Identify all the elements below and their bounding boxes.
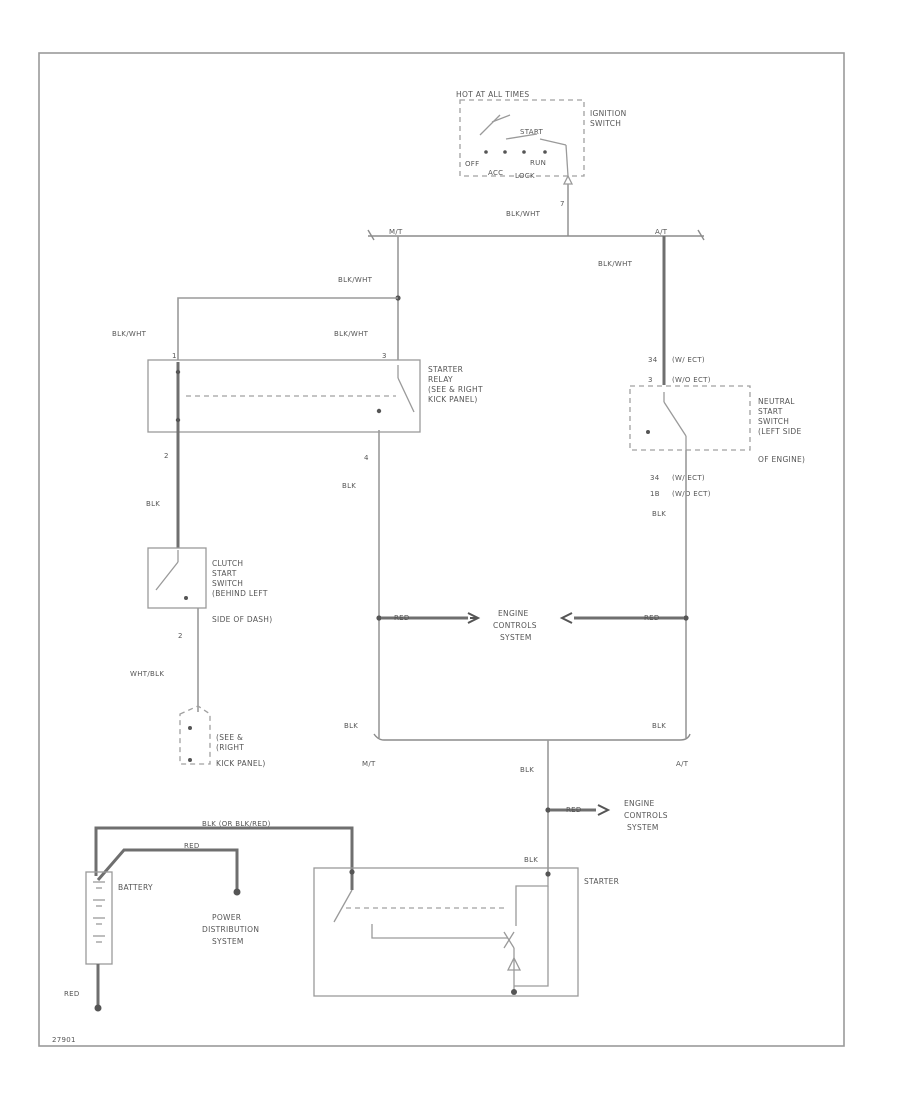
wire-label-ecs2: RED [644,614,660,622]
clutch-name-line5: SIDE OF DASH) [212,615,272,624]
clutch-name-line1: CLUTCH [212,559,243,568]
ignition-pin-label: 7 [560,200,565,208]
ground-line3: KICK PANEL) [216,759,266,768]
clutch-pin-label: 2 [178,632,183,640]
neutral-name-line3: SWITCH [758,417,789,426]
neutral-pin-a2: 3 [648,376,653,384]
wire-label-clutch-out: WHT/BLK [130,670,164,678]
engine-controls-center: RED RED ENGINE CONTROLS SYSTEM [381,609,684,642]
wire-label-left-bottom: BLK [344,722,358,730]
ignition-lock-label: LOCK [515,172,535,180]
clutch-name-line2: START [212,569,237,578]
ignition-hot-label: HOT AT ALL TIMES [456,90,529,99]
ecs-lower-line3: SYSTEM [627,823,659,832]
wire-label-relay-out4: BLK [342,482,356,490]
clutch-name-line4: (BEHIND LEFT [212,589,268,598]
clutch-switch-box [147,547,207,609]
neutral-pin-b2-note: (W/O ECT) [672,490,711,498]
bus-at-tag: A/T [655,228,668,236]
ignition-run-label: RUN [530,159,546,167]
neutral-pin-b1: 34 [650,474,660,482]
relay-pin2-label: 2 [164,452,169,460]
power-line2: DISTRIBUTION [202,925,259,934]
ignition-start-label: START [520,128,544,136]
wire-label-battery-neg: RED [64,990,80,998]
footer-code: 27901 [52,1036,76,1044]
neutral-name-line2: START [758,407,783,416]
starter-relay: 1 3 STARTER RELAY (SEE & RIGHT KICK PANE… [147,352,483,433]
starter-box [313,867,579,997]
relay-pin4-label: 4 [364,454,369,462]
clutch-start-switch: CLUTCH START SWITCH (BEHIND LEFT SIDE OF… [147,547,272,624]
neutral-pin-a2-note: (W/O ECT) [672,376,711,384]
ecs-lower-line1: ENGINE [624,799,655,808]
power-line3: SYSTEM [212,937,244,946]
ecs-lower-line2: CONTROLS [624,811,668,820]
wire-label-ecs3: RED [566,806,582,814]
wire-label-starter-in: BLK [524,856,538,864]
starter-motor: STARTER [313,867,619,997]
ignition-switch-box [459,99,585,177]
relay-name-line1: STARTER [428,365,463,374]
lower-bus: BLK BLK M/T A/T [344,722,691,768]
wire-label-relay-out2: BLK [146,500,160,508]
ground-line2: (RIGHT [216,743,244,752]
at-tag: A/T [676,760,689,768]
wire-label-neutral-out: BLK [652,510,666,518]
starter-label: STARTER [584,877,619,886]
ignition-acc-label: ACC [488,169,503,177]
wire-label-ign-out: BLK/WHT [506,210,541,218]
wire-label-neutral-in: BLK/WHT [598,260,633,268]
ecs-center-line3: SYSTEM [500,633,532,642]
engine-controls-lower: ENGINE CONTROLS SYSTEM [624,799,668,832]
ignition-name-line2: SWITCH [590,119,621,128]
ignition-name-line1: IGNITION [590,109,627,118]
relay-name-line2: RELAY [428,375,453,384]
wire-label-starter-feed: BLK [520,766,534,774]
battery: BATTERY [85,871,153,965]
ecs-center-line2: CONTROLS [493,621,537,630]
wire-label-relay-left: BLK/WHT [112,330,147,338]
wire-label-relay-right: BLK/WHT [334,330,369,338]
top-bus: M/T A/T [367,228,705,241]
neutral-pin-b1-note: (W/ ECT) [672,474,705,482]
neutral-pin-a1-note: (W/ ECT) [672,356,705,364]
relay-name-line3: (SEE & RIGHT [428,385,483,394]
relay-name-line4: KICK PANEL) [428,395,478,404]
neutral-pin-b2: 1B [650,490,660,498]
mt-tag: M/T [362,760,376,768]
wire-label-relay-in: BLK/WHT [338,276,373,284]
power-distribution-system: POWER DISTRIBUTION SYSTEM [202,913,259,946]
ignition-switch: HOT AT ALL TIMES IGNITION SWITCH OFF ACC… [456,90,627,208]
starter-relay-box [147,359,421,433]
diagram-frame [38,52,845,1047]
wire-label-battery-red: RED [184,842,200,850]
neutral-start-switch: 34 (W/ ECT) 3 (W/O ECT) NEUTRAL START SW… [629,356,805,498]
wire-label-ecs1: RED [394,614,410,622]
relay-pin1-label: 1 [172,352,177,360]
ignition-off-label: OFF [465,160,479,168]
neutral-name-line4: (LEFT SIDE [758,427,801,436]
clutch-name-line3: SWITCH [212,579,243,588]
battery-label: BATTERY [118,883,153,892]
ecs-center-line1: ENGINE [498,609,529,618]
neutral-name-line1: NEUTRAL [758,397,795,406]
ground-line1: (SEE & [216,733,243,742]
wire-label-battery-top: BLK (OR BLK/RED) [202,820,271,828]
power-line1: POWER [212,913,241,922]
neutral-switch-box [629,385,751,451]
wire-label-right-bottom: BLK [652,722,666,730]
ground-kick-panel: (SEE & (RIGHT KICK PANEL) [179,705,266,768]
neutral-pin-a1: 34 [648,356,658,364]
relay-pin3-label: 3 [382,352,387,360]
bus-mt-tag: M/T [389,228,403,236]
neutral-name-line5: OF ENGINE) [758,455,805,464]
